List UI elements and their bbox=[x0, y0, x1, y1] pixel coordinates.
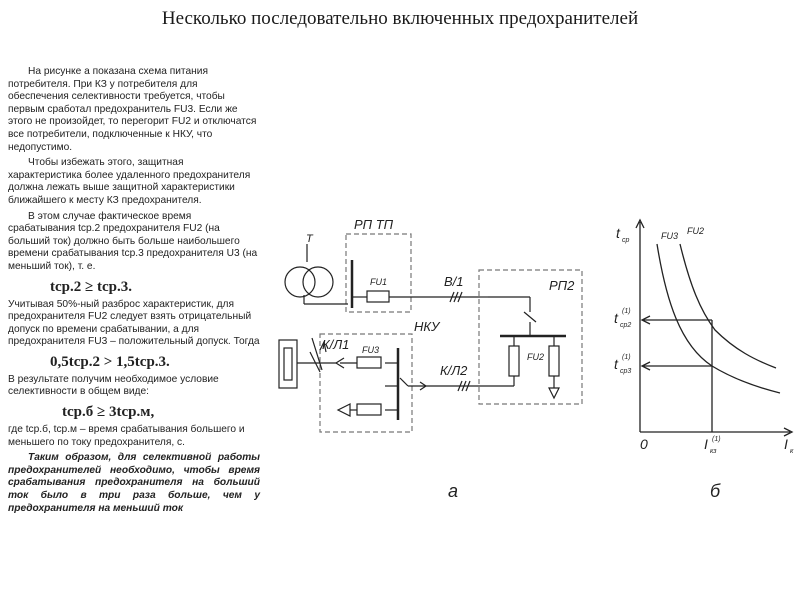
formula-3: tср.б ≥ 3tср.м, bbox=[62, 404, 155, 421]
paragraph-time: В этом случае фактическое время срабатыв… bbox=[8, 210, 258, 272]
label-rp2: РП2 bbox=[549, 278, 575, 293]
paragraph-where: где tср.б, tср.м – время срабатывания бо… bbox=[8, 424, 245, 448]
label-t-axis-sub: ср bbox=[622, 237, 630, 244]
fuse-fu1 bbox=[366, 290, 390, 303]
fuse-nku-lower bbox=[356, 403, 382, 416]
paragraph-scheme: На рисунке а показана схема питания потр… bbox=[8, 66, 257, 153]
label-tcp2-sup: (1) bbox=[622, 308, 631, 315]
transformer-icon bbox=[284, 244, 348, 305]
curve-fu3 bbox=[656, 243, 781, 394]
label-x-axis: I bbox=[784, 436, 788, 452]
paragraph-tolerance: Учитывая 50%-ный разброс характеристик, … bbox=[8, 298, 260, 348]
caption-a: а bbox=[448, 481, 458, 501]
formula-2: 0,5tср.2 > 1,5tср.3. bbox=[50, 353, 170, 370]
label-curve-fu3: FU3 bbox=[661, 231, 678, 241]
label-tcp2-sub: ср2 bbox=[620, 322, 631, 329]
formula-1: tср.2 ≥ tср.3. bbox=[50, 278, 132, 295]
label-tcp3-sup: (1) bbox=[622, 354, 631, 361]
caption-b: б bbox=[710, 481, 721, 501]
curve-fu2 bbox=[679, 243, 777, 369]
text-column: На рисунке а показана схема питания потр… bbox=[8, 66, 260, 515]
load-arrow-icon bbox=[548, 387, 560, 400]
paragraph-conclusion: Таким образом, для селективной работы пр… bbox=[8, 452, 260, 514]
label-ik-sup: (1) bbox=[712, 436, 721, 443]
label-tcp2: t bbox=[614, 310, 619, 326]
paragraph-characteristic: Чтобы избежать этого, защитная характери… bbox=[8, 157, 251, 206]
nku-frame bbox=[319, 333, 413, 433]
page-title: Несколько последовательно включенных пре… bbox=[161, 8, 639, 29]
fuse-rp2-right bbox=[548, 345, 560, 377]
rp-tp-frame bbox=[345, 233, 412, 313]
fuse-diagram: Т РП ТП FU1 В/1 РП2 НКУ К/Л1 FU3 К/Л2 FU… bbox=[278, 217, 794, 501]
label-rp-tp: РП ТП bbox=[354, 217, 394, 232]
load-arrow-left-icon bbox=[336, 403, 351, 417]
label-nku: НКУ bbox=[414, 319, 441, 334]
label-fu1: FU1 bbox=[370, 277, 387, 287]
consumer-icon bbox=[278, 339, 298, 389]
label-kl1: К/Л1 bbox=[322, 337, 349, 352]
label-fu3: FU3 bbox=[362, 345, 379, 355]
label-ik: I bbox=[704, 436, 708, 452]
label-curve-fu2: FU2 bbox=[687, 226, 704, 236]
label-fu2: FU2 bbox=[527, 352, 544, 362]
fuse-fu2 bbox=[508, 345, 520, 377]
label-tcp3-sub: ср3 bbox=[620, 368, 631, 375]
label-x-axis-sub: к bbox=[790, 448, 794, 455]
rp2-frame bbox=[478, 269, 583, 405]
label-ik-sub: кз bbox=[710, 448, 717, 455]
label-tcp3: t bbox=[614, 356, 619, 372]
paragraph-result: В результате получим необходимое условие… bbox=[8, 373, 219, 398]
label-t-axis: t bbox=[616, 225, 621, 241]
fuse-fu3 bbox=[356, 356, 382, 369]
label-vl: В/1 bbox=[444, 274, 464, 289]
label-origin: 0 bbox=[640, 436, 648, 452]
label-kl2: К/Л2 bbox=[440, 363, 468, 378]
label-t: Т bbox=[306, 233, 314, 245]
